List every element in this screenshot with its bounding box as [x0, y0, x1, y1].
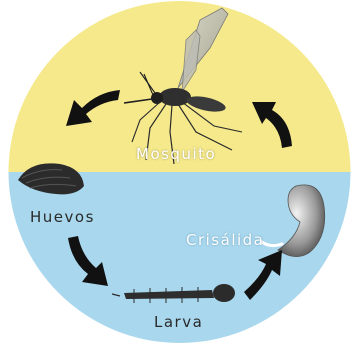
stage-label-larva: Larva [154, 313, 203, 331]
stage-label-eggs: Huevos [30, 208, 95, 226]
stage-label-mosquito: Mosquito [136, 145, 216, 163]
stage-label-pupa: Crisálida [186, 231, 264, 249]
